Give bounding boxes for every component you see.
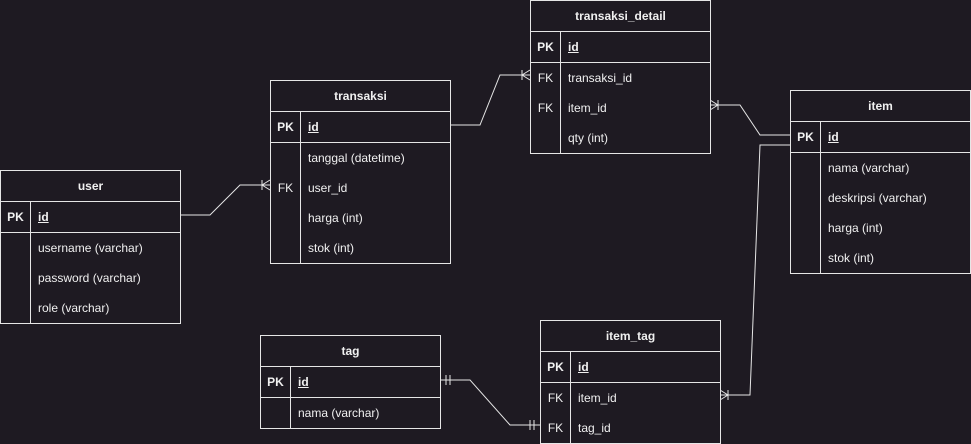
entity-title: transaksi [271,81,450,112]
table-row[interactable]: PK id [541,352,720,383]
key-badge: PK [531,32,561,62]
key-badge [271,233,301,263]
table-row[interactable]: PK id [531,32,710,63]
key-badge [791,183,821,213]
field-name: id [298,375,309,389]
key-badge: FK [531,93,561,123]
table-row[interactable]: stok (int) [271,233,450,263]
table-row[interactable]: PK id [791,122,970,153]
field-name: transaksi_id [568,71,633,85]
field-name: nama (varchar) [298,406,380,420]
link-user-transaksi [180,179,271,216]
table-row[interactable]: FK item_id [531,93,710,123]
field-name: id [38,210,49,224]
table-row[interactable]: stok (int) [791,243,970,273]
entity-title: transaksi_detail [531,1,710,32]
key-badge: PK [541,352,571,382]
key-badge: FK [541,383,571,413]
table-row[interactable]: PK id [261,367,440,398]
key-badge [1,263,31,293]
table-row[interactable]: role (varchar) [1,293,180,323]
key-badge [1,293,31,323]
table-row[interactable]: qty (int) [531,123,710,153]
field-name: harga (int) [828,221,883,235]
key-badge: FK [541,413,571,443]
table-row[interactable]: username (varchar) [1,233,180,263]
table-row[interactable]: nama (varchar) [791,153,970,183]
table-row[interactable]: FK tag_id [541,413,720,443]
link-tag-item-tag [440,375,540,430]
field-name: id [578,360,589,374]
link-item-tag-item [719,144,790,401]
field-name: stok (int) [828,251,875,265]
table-row[interactable]: tanggal (datetime) [271,143,450,173]
key-badge [271,203,301,233]
key-badge [1,233,31,263]
entity-title: item [791,91,970,122]
entity-item[interactable]: item PK id nama (varchar) deskripsi (var… [790,90,971,274]
field-name: id [308,120,319,134]
entity-title: tag [261,336,440,367]
field-name: item_id [578,391,617,405]
field-name: harga (int) [308,211,363,225]
entity-title: item_tag [541,321,720,352]
field-name: stok (int) [308,241,355,255]
field-name: password (varchar) [38,271,141,285]
table-row[interactable]: FK user_id [271,173,450,203]
key-badge [261,398,291,428]
key-badge [791,153,821,183]
key-badge: FK [531,63,561,93]
field-name: tanggal (datetime) [308,151,405,165]
entity-transaksi-detail[interactable]: transaksi_detail PK id FK transaksi_id F… [530,0,711,154]
entity-item-tag[interactable]: item_tag PK id FK item_id FK tag_id [540,320,721,444]
table-row[interactable]: password (varchar) [1,263,180,293]
field-name: tag_id [578,421,611,435]
link-transaksi-transaksi-detail [450,69,531,126]
key-badge [791,213,821,243]
entity-tag[interactable]: tag PK id nama (varchar) [260,335,441,429]
key-badge: FK [271,173,301,203]
table-row[interactable]: PK id [1,202,180,233]
key-badge [531,123,561,153]
key-badge [271,143,301,173]
link-transaksi-detail-item [709,99,790,136]
field-name: id [828,130,839,144]
field-name: username (varchar) [38,241,143,255]
field-name: nama (varchar) [828,161,910,175]
entity-transaksi[interactable]: transaksi PK id tanggal (datetime) FK us… [270,80,451,264]
field-name: item_id [568,101,607,115]
key-badge: PK [261,367,291,397]
entity-title: user [1,171,180,202]
field-name: user_id [308,181,348,195]
table-row[interactable]: PK id [271,112,450,143]
table-row[interactable]: harga (int) [271,203,450,233]
table-row[interactable]: FK item_id [541,383,720,413]
key-badge [791,243,821,273]
field-name: deskripsi (varchar) [828,191,927,205]
table-row[interactable]: harga (int) [791,213,970,243]
field-name: role (varchar) [38,301,110,315]
field-name: id [568,40,579,54]
table-row[interactable]: FK transaksi_id [531,63,710,93]
field-name: qty (int) [568,131,609,145]
entity-user[interactable]: user PK id username (varchar) password (… [0,170,181,324]
key-badge: PK [791,122,821,152]
table-row[interactable]: nama (varchar) [261,398,440,428]
key-badge: PK [1,202,31,232]
key-badge: PK [271,112,301,142]
table-row[interactable]: deskripsi (varchar) [791,183,970,213]
